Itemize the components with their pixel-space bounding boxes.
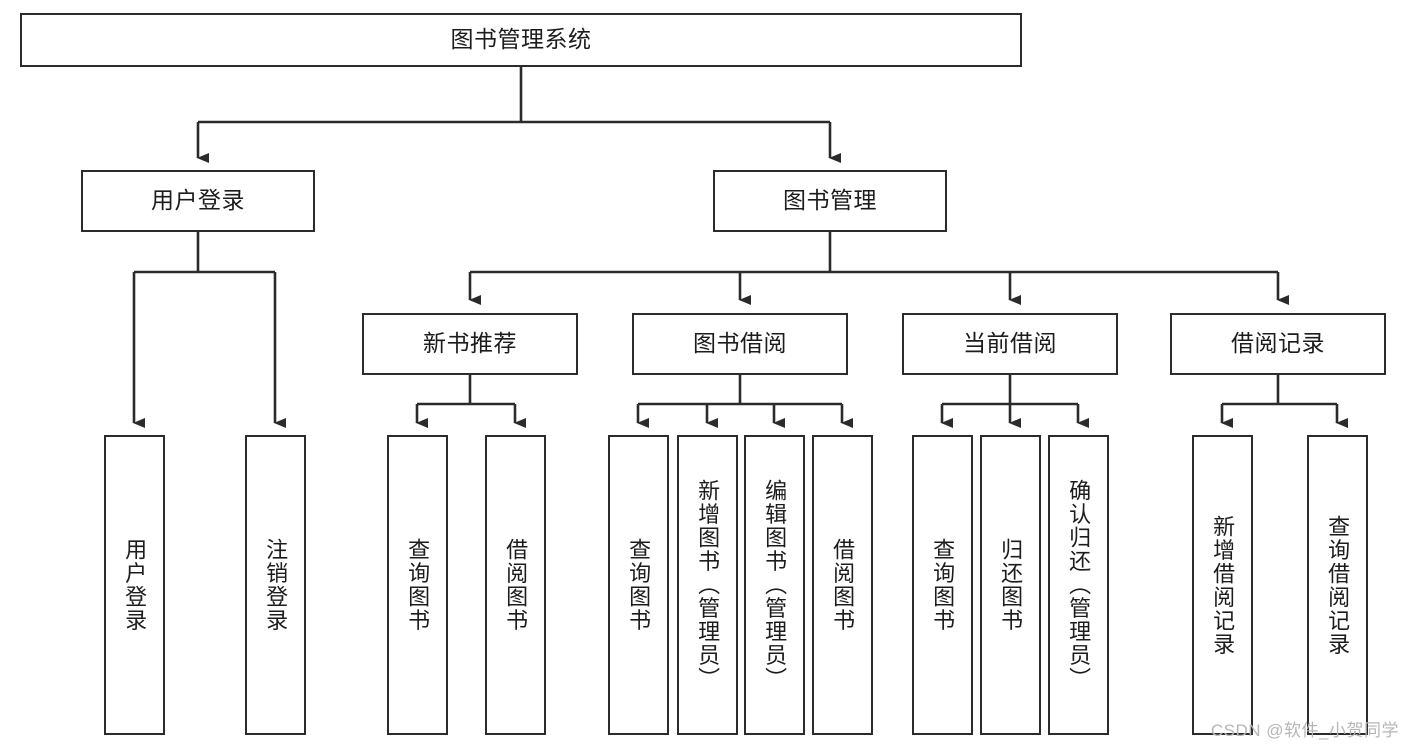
node-leaf-add-book-admin[interactable]: 新增图书（管理员） — [677, 435, 738, 735]
node-new-book-recommend[interactable]: 新书推荐 — [362, 313, 578, 375]
node-leaf-query-borrow-record-label: 查询借阅记录 — [1325, 514, 1351, 656]
node-leaf-add-book-admin-label: 新增图书（管理员） — [695, 479, 721, 691]
node-root-label: 图书管理系统 — [450, 26, 592, 53]
node-root-book-management-system[interactable]: 图书管理系统 — [20, 13, 1022, 67]
node-current-borrow[interactable]: 当前借阅 — [902, 313, 1118, 375]
node-leaf-query-book-recommend[interactable]: 查询图书 — [387, 435, 448, 735]
node-current-borrow-label: 当前借阅 — [963, 330, 1057, 357]
node-leaf-confirm-return-admin-label: 确认归还（管理员） — [1066, 479, 1092, 691]
node-leaf-return-book[interactable]: 归还图书 — [980, 435, 1041, 735]
node-user-login[interactable]: 用户登录 — [81, 170, 315, 232]
node-leaf-return-book-label: 归还图书 — [998, 538, 1024, 632]
node-leaf-query-borrow-record[interactable]: 查询借阅记录 — [1307, 435, 1368, 735]
node-leaf-query-book-current-label: 查询图书 — [930, 538, 956, 632]
node-leaf-edit-book-admin[interactable]: 编辑图书（管理员） — [744, 435, 805, 735]
node-user-login-label: 用户登录 — [151, 187, 245, 214]
node-leaf-user-login[interactable]: 用户登录 — [104, 435, 165, 735]
node-leaf-borrow-book-recommend-label: 借阅图书 — [503, 538, 529, 632]
node-leaf-query-book-recommend-label: 查询图书 — [405, 538, 431, 632]
node-borrow-records[interactable]: 借阅记录 — [1170, 313, 1386, 375]
node-leaf-logout[interactable]: 注销登录 — [245, 435, 306, 735]
node-new-book-recommend-label: 新书推荐 — [423, 330, 517, 357]
node-leaf-add-borrow-record-label: 新增借阅记录 — [1210, 514, 1236, 656]
node-leaf-user-login-label: 用户登录 — [122, 538, 148, 632]
node-leaf-add-borrow-record[interactable]: 新增借阅记录 — [1192, 435, 1253, 735]
node-borrow-records-label: 借阅记录 — [1231, 330, 1325, 357]
node-book-borrow[interactable]: 图书借阅 — [632, 313, 848, 375]
node-leaf-edit-book-admin-label: 编辑图书（管理员） — [762, 479, 788, 691]
node-leaf-borrow-book-label: 借阅图书 — [830, 538, 856, 632]
node-leaf-confirm-return-admin[interactable]: 确认归还（管理员） — [1048, 435, 1109, 735]
node-leaf-borrow-book[interactable]: 借阅图书 — [812, 435, 873, 735]
node-leaf-query-book-borrow[interactable]: 查询图书 — [608, 435, 669, 735]
node-leaf-logout-label: 注销登录 — [263, 538, 289, 632]
node-leaf-query-book-borrow-label: 查询图书 — [626, 538, 652, 632]
node-book-borrow-label: 图书借阅 — [693, 330, 787, 357]
node-book-management[interactable]: 图书管理 — [713, 170, 947, 232]
node-leaf-query-book-current[interactable]: 查询图书 — [912, 435, 973, 735]
node-book-management-label: 图书管理 — [783, 187, 877, 214]
node-leaf-borrow-book-recommend[interactable]: 借阅图书 — [485, 435, 546, 735]
csdn-watermark: CSDN @软件_小贺同学 — [1210, 721, 1399, 740]
